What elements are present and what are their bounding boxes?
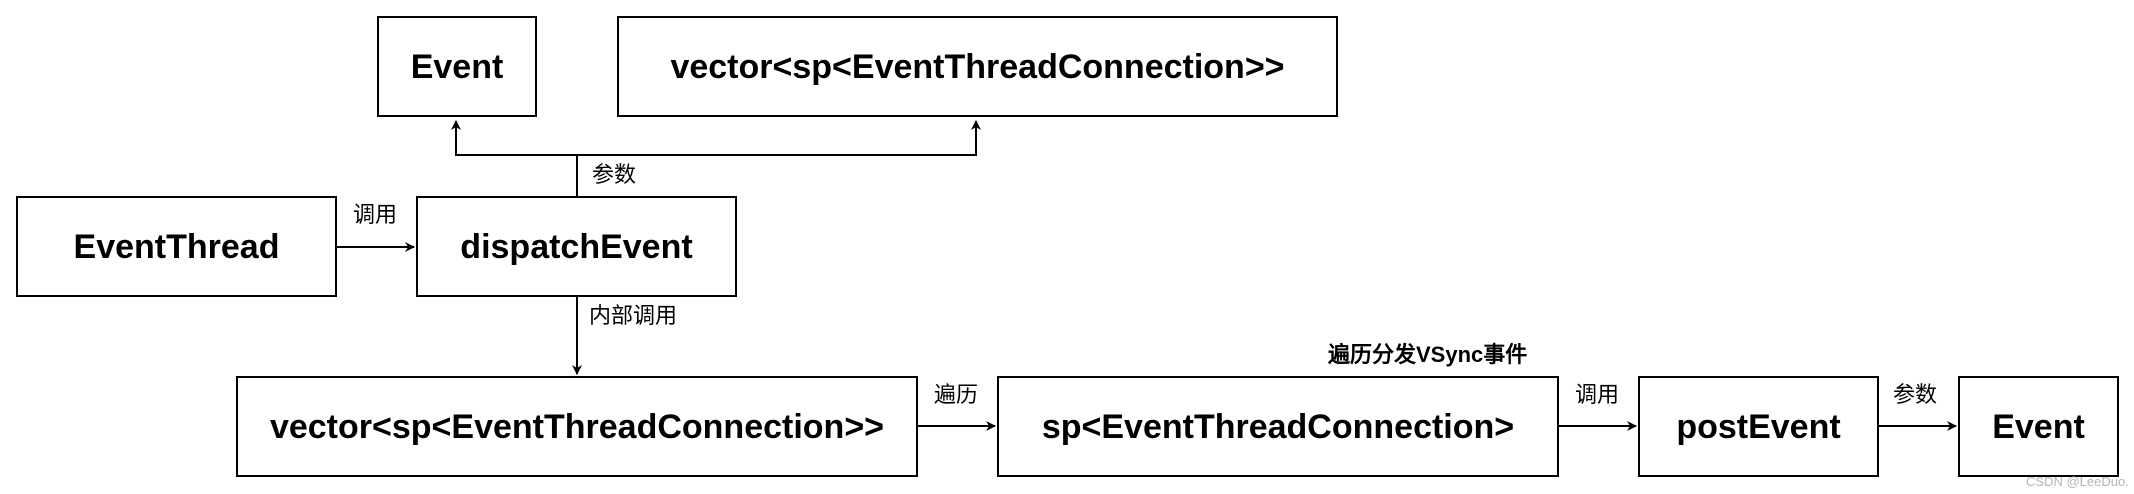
label-call-top: 调用 <box>353 202 398 227</box>
edge-params-to-event-top <box>451 120 577 156</box>
label-call-bottom: 调用 <box>1575 382 1620 407</box>
sp-connection-node: sp<EventThreadConnection> <box>997 376 1559 477</box>
post-event-node: postEvent <box>1638 376 1879 477</box>
label-traverse: 遍历 <box>934 382 979 407</box>
event-bottom-node: Event <box>1958 376 2119 477</box>
watermark: CSDN @LeeDuo. <box>2026 474 2129 489</box>
vector-bottom-node: vector<sp<EventThreadConnection>> <box>236 376 918 477</box>
event-thread-node: EventThread <box>16 196 337 297</box>
event-top-node: Event <box>377 16 537 117</box>
label-params-top: 参数 <box>592 162 637 187</box>
dispatch-event-node: dispatchEvent <box>416 196 737 297</box>
edge-params-to-vector-top <box>577 120 981 156</box>
label-traverse-dispatch-vsync: 遍历分发VSync事件 <box>1328 342 1528 367</box>
label-internal-call: 内部调用 <box>589 303 678 328</box>
vector-top-node: vector<sp<EventThreadConnection>> <box>617 16 1338 117</box>
label-params-bottom: 参数 <box>1893 382 1938 407</box>
